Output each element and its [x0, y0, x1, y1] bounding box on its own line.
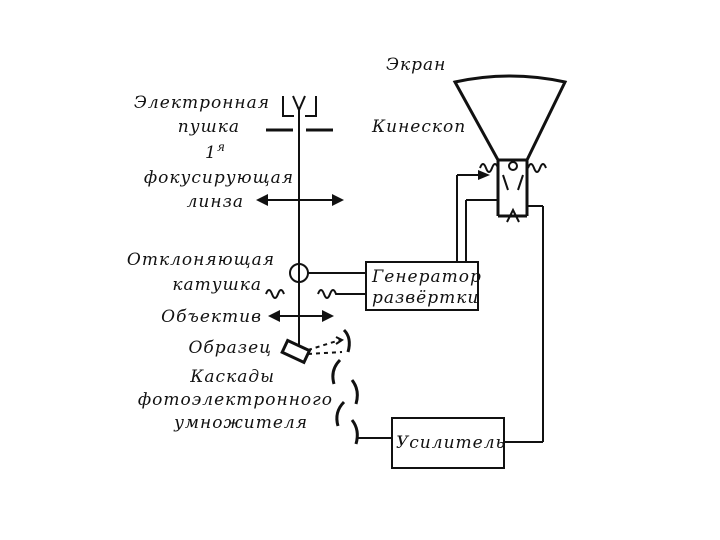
label-cascade-line3: умножителя [173, 413, 308, 433]
label-deflect-line2: катушка [172, 275, 262, 295]
secondary-electron-paths [307, 336, 344, 355]
label-kinescope: Кинескоп [371, 117, 466, 137]
label-sample: Образец [188, 338, 272, 358]
label-generator-line1: Генератор [371, 267, 482, 287]
label-cascade-line1: Каскады [189, 367, 275, 387]
label-amplifier: Усилитель [396, 433, 506, 453]
label-lens-line3: линза [187, 192, 244, 212]
label-gun-line1: Электронная [134, 93, 270, 113]
label-lens-superscript: я [217, 140, 226, 154]
sample-block [280, 338, 312, 365]
scan-generator-box [365, 261, 479, 311]
objective-lens-arrow [268, 310, 334, 322]
kinescope-coils [479, 163, 547, 173]
amplifier-to-kinescope-wire [504, 205, 544, 443]
deflection-coil-windings [265, 289, 366, 299]
label-deflect-line1: Отклоняющая [127, 250, 275, 270]
focusing-lens-arrow [256, 194, 344, 206]
label-lens-number: 1 [205, 143, 217, 163]
label-gun-line2: пушка [178, 117, 240, 137]
label-objective: Объектив [161, 307, 262, 327]
amplifier-box [391, 417, 505, 469]
kinescope-tube [452, 74, 568, 223]
label-screen: Экран [386, 55, 446, 75]
generator-to-kinescope-wires [456, 170, 497, 262]
photomultiplier-dynodes [331, 328, 359, 445]
label-generator-line2: развёртки [372, 288, 479, 308]
label-lens-line2: фокусирующая [144, 168, 294, 188]
label-cascade-line2: фотоэлектронного [138, 390, 333, 410]
